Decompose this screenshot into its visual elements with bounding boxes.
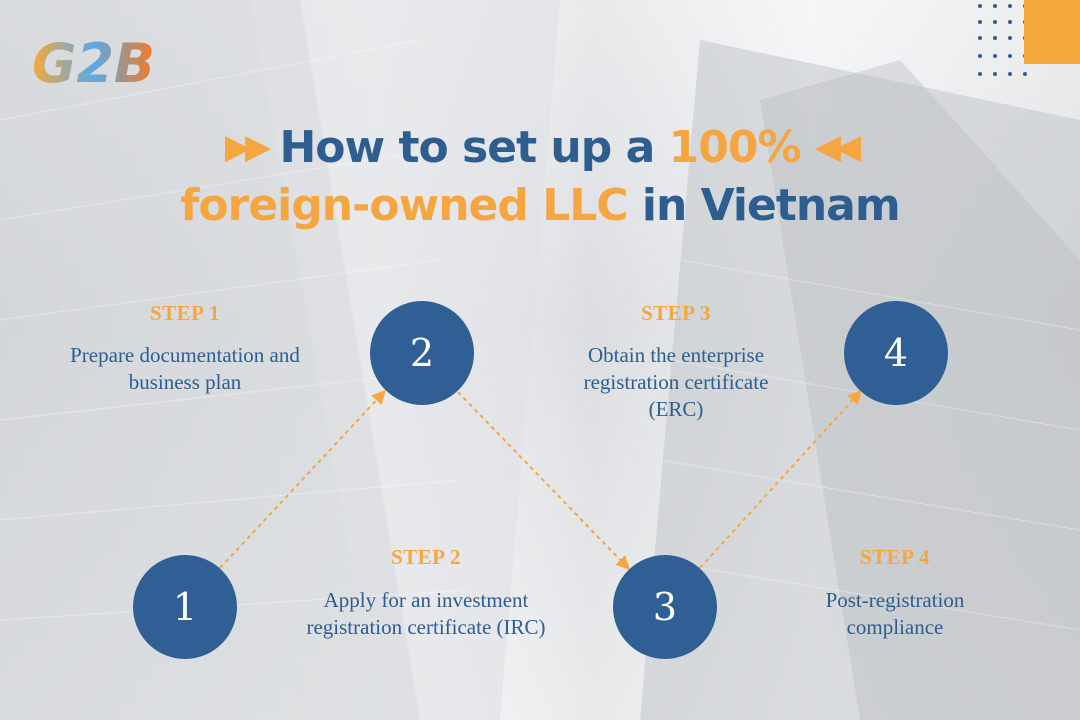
- step-1-label: STEP 1: [149, 301, 221, 325]
- step-4-label: STEP 4: [859, 545, 931, 569]
- title-line-2: foreign-owned LLC in Vietnam: [0, 177, 1080, 235]
- svg-text:G2B: G2B: [32, 32, 155, 95]
- connector-2-3: [457, 391, 630, 571]
- step-4-number: 4: [883, 331, 909, 375]
- step-2-label: STEP 2: [390, 545, 462, 569]
- step-2-circle: 2: [370, 301, 474, 405]
- title-line-1: ▶▶ How to set up a 100% ◀◀: [0, 118, 1080, 177]
- corner-accent-bar: [1024, 0, 1080, 64]
- step-4-description: Post-registration compliance: [825, 588, 965, 639]
- title-part-1: How to set up a: [279, 122, 669, 173]
- step-1-number: 1: [172, 585, 198, 629]
- step-3-number: 3: [652, 585, 678, 629]
- step-3-circle: 3: [613, 555, 717, 659]
- page-title: ▶▶ How to set up a 100% ◀◀ foreign-owned…: [0, 118, 1080, 235]
- title-part-2: 100%: [668, 122, 802, 173]
- step-1-circle: 1: [133, 555, 237, 659]
- step-2-number: 2: [409, 331, 435, 375]
- title-part-4: in Vietnam: [627, 180, 901, 231]
- step-1-description: Prepare documentation and business plan: [70, 343, 300, 394]
- g2b-logo: G2B: [30, 26, 175, 96]
- step-3-label: STEP 3: [640, 301, 712, 325]
- step-4-circle: 4: [844, 301, 948, 405]
- title-arrows-left: ▶▶: [224, 127, 271, 167]
- connector-1-2: [219, 389, 386, 569]
- title-part-3: foreign-owned LLC: [180, 180, 628, 231]
- title-arrows-right: ◀◀: [814, 127, 861, 167]
- step-2-description: Apply for an investment registration cer…: [306, 588, 546, 639]
- step-3-description: Obtain the enterprise registration certi…: [583, 343, 769, 421]
